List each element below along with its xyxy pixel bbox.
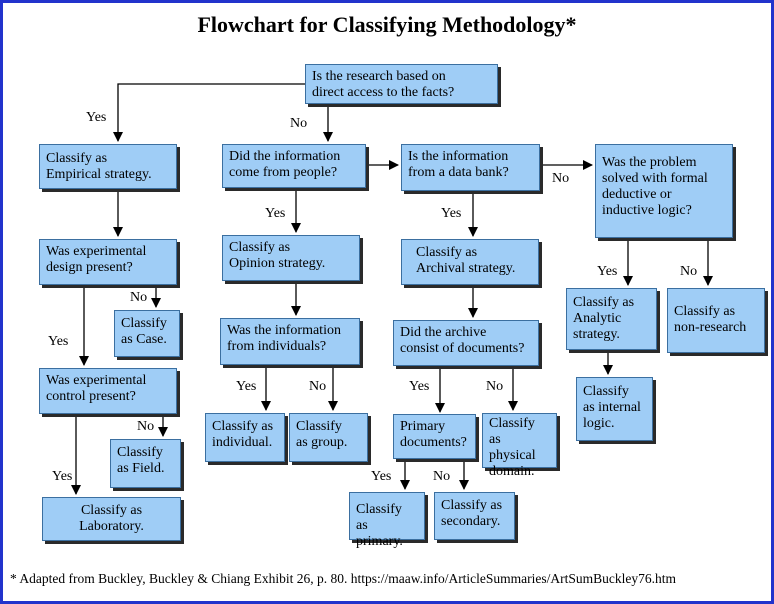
label-documents-yes: Yes bbox=[409, 379, 430, 394]
box-opinion-strategy: Classify as Opinion strategy. bbox=[222, 235, 360, 281]
box-laboratory: Classify as Laboratory. bbox=[42, 497, 181, 541]
box-field: Classify as Field. bbox=[110, 439, 181, 488]
box-primary-question: Primary documents? bbox=[393, 414, 476, 459]
box-logic-question: Was the problem solved with formal deduc… bbox=[595, 144, 733, 238]
box-individual: Classify as individual. bbox=[205, 413, 285, 462]
label-primary-no: No bbox=[433, 469, 451, 484]
box-non-research: Classify as non-research bbox=[667, 288, 765, 353]
label-design-no: No bbox=[130, 290, 148, 305]
box-primary: Classify as primary. bbox=[349, 492, 425, 549]
label-direct-no: No bbox=[290, 116, 308, 131]
label-primary-yes: Yes bbox=[371, 469, 392, 484]
label-databank-yes: Yes bbox=[441, 206, 462, 221]
box-archival-strategy: Classify as Archival strategy. bbox=[401, 239, 539, 285]
label-documents-no: No bbox=[486, 379, 504, 394]
label-direct-yes: Yes bbox=[86, 110, 107, 125]
label-individuals-no: No bbox=[309, 379, 327, 394]
box-empirical-strategy: Classify as Empirical strategy. bbox=[39, 144, 177, 189]
label-databank-no: No bbox=[552, 171, 570, 186]
box-group: Classify as group. bbox=[289, 413, 368, 462]
label-control-yes: Yes bbox=[52, 469, 73, 484]
box-secondary: Classify as secondary. bbox=[434, 492, 515, 540]
label-logic-no: No bbox=[680, 264, 698, 279]
label-control-no: No bbox=[137, 419, 155, 434]
box-physical-domain: Classify as physical domain. bbox=[482, 413, 557, 479]
diagram-title: Flowchart for Classifying Methodology* bbox=[197, 12, 577, 37]
footnote: * Adapted from Buckley, Buckley & Chiang… bbox=[10, 571, 677, 586]
box-internal-logic: Classify as internal logic. bbox=[576, 377, 653, 441]
box-documents-question: Did the archive consist of documents? bbox=[393, 320, 539, 366]
box-individuals-question: Was the information from individuals? bbox=[220, 318, 360, 365]
box-design-question: Was experimental design present? bbox=[39, 239, 177, 285]
label-individuals-yes: Yes bbox=[236, 379, 257, 394]
box-control-question: Was experimental control present? bbox=[39, 368, 177, 414]
arrow-direct-yes bbox=[113, 83, 305, 142]
box-people-question: Did the information come from people? bbox=[222, 144, 366, 188]
box-databank-question: Is the information from a data bank? bbox=[401, 144, 540, 191]
box-case: Classify as Case. bbox=[114, 310, 180, 357]
box-direct-access-question: Is the research based on direct access t… bbox=[305, 64, 498, 104]
label-people-yes: Yes bbox=[265, 206, 286, 221]
box-analytic-strategy: Classify as Analytic strategy. bbox=[566, 288, 657, 350]
label-design-yes: Yes bbox=[48, 334, 69, 349]
label-logic-yes: Yes bbox=[597, 264, 618, 279]
